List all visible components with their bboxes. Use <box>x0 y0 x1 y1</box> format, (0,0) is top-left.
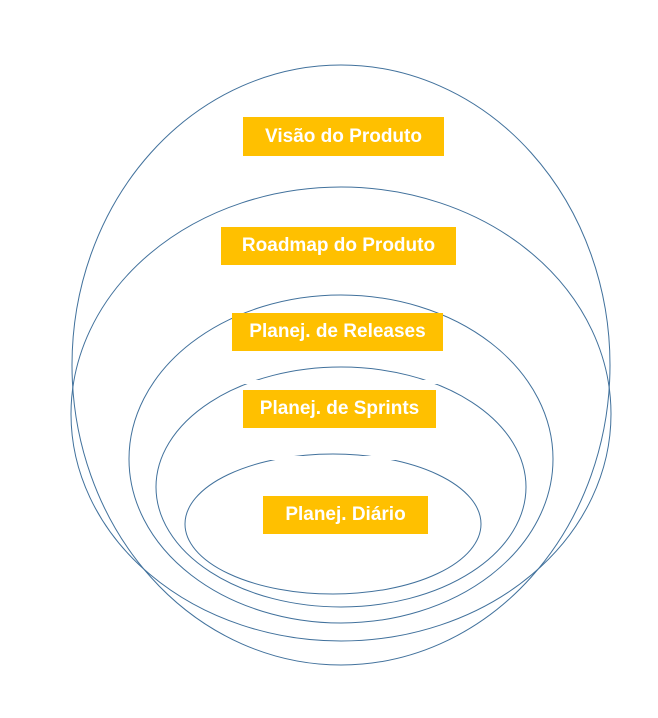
ring-visao-do-produto <box>71 64 611 666</box>
ring-gap-mark <box>238 437 438 441</box>
ring-gap-mark <box>238 380 438 384</box>
ring-roadmap-do-produto <box>70 186 612 642</box>
label-planej-de-releases: Planej. de Releases <box>232 313 443 351</box>
ring-planej-diario <box>184 453 482 595</box>
ring-planej-de-releases <box>128 294 554 624</box>
label-roadmap-do-produto: Roadmap do Produto <box>221 227 456 265</box>
ring-gap-mark <box>222 456 444 460</box>
label-visao-do-produto: Visão do Produto <box>243 117 444 156</box>
label-planej-de-sprints: Planej. de Sprints <box>243 390 436 428</box>
label-planej-diario: Planej. Diário <box>263 496 428 534</box>
ring-planej-de-sprints <box>155 366 527 608</box>
